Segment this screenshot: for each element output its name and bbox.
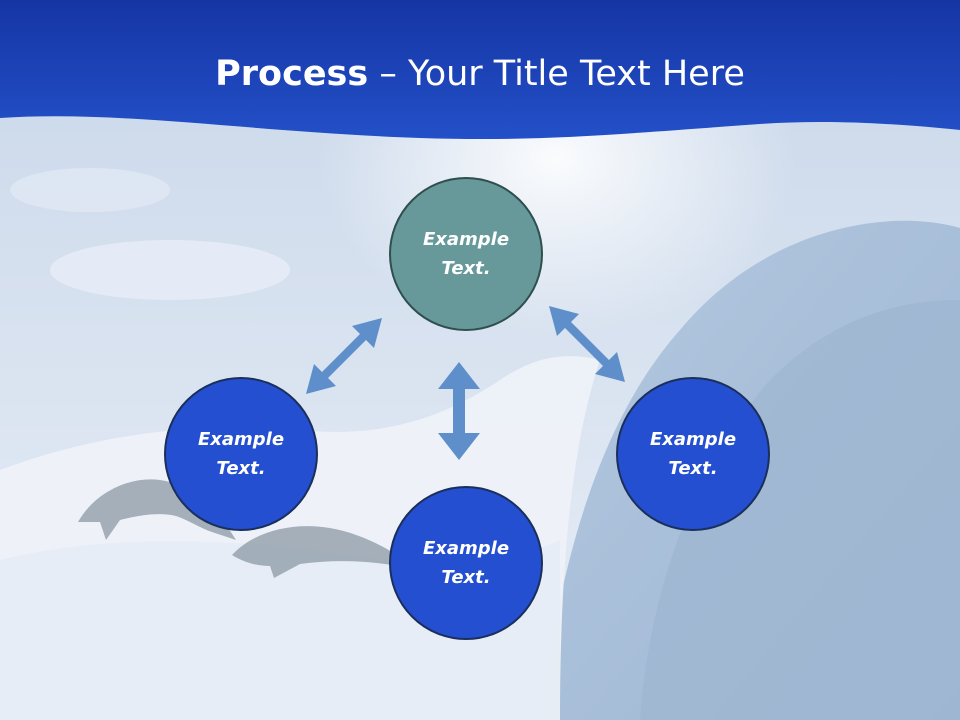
node-left-text: Example Text. bbox=[197, 429, 285, 479]
title-rest: – Your Title Text Here bbox=[368, 54, 745, 94]
title-bold: Process bbox=[215, 54, 369, 94]
process-node-left: Example Text. bbox=[164, 377, 318, 531]
node-bottom-text: Example Text. bbox=[422, 538, 510, 588]
process-node-bottom: Example Text. bbox=[389, 486, 543, 640]
process-node-top: Example Text. bbox=[389, 177, 543, 331]
node-right-text: Example Text. bbox=[649, 429, 737, 479]
process-node-right: Example Text. bbox=[616, 377, 770, 531]
slide-title: Process – Your Title Text Here bbox=[0, 52, 960, 96]
node-top-text: Example Text. bbox=[422, 229, 510, 279]
